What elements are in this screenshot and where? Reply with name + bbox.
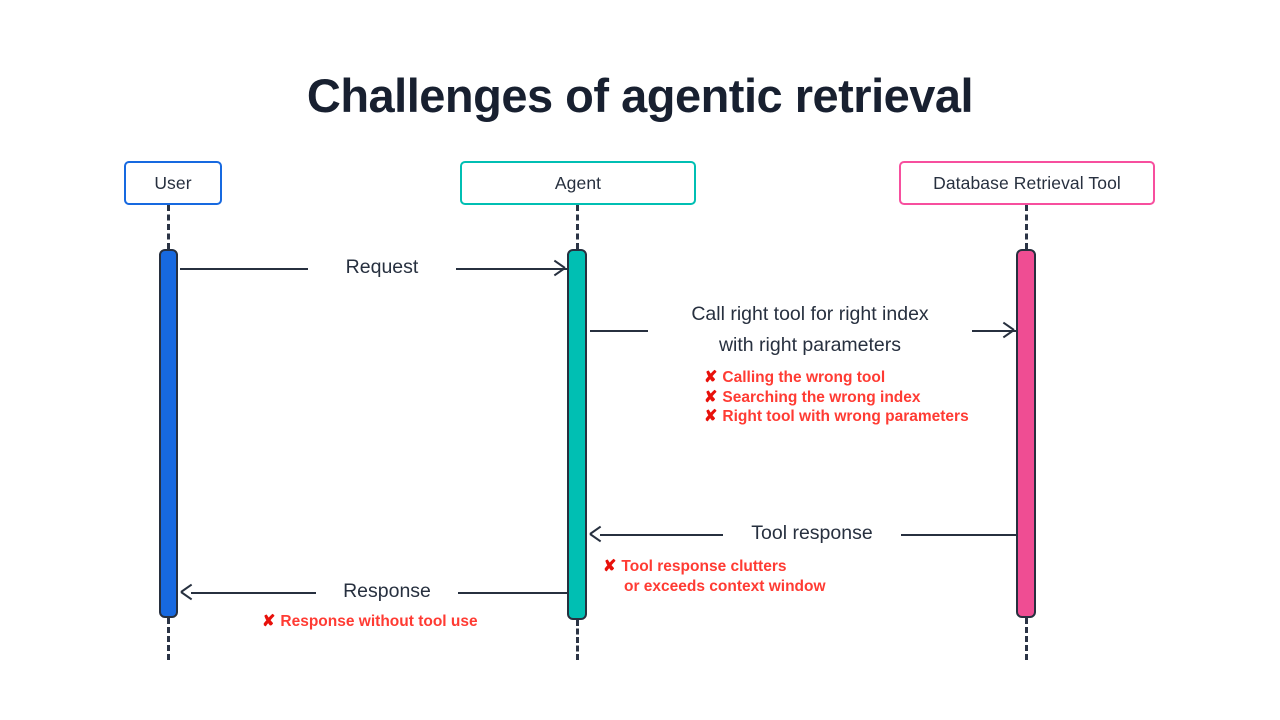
failure-text-continued: or exceeds context window bbox=[624, 577, 826, 595]
failure-text: Response without tool use bbox=[280, 613, 478, 630]
x-mark-icon: ✘ bbox=[262, 613, 276, 630]
failure-list-tool-response: ✘ Tool response clutters or exceeds cont… bbox=[603, 557, 826, 596]
lifeline-database-retrieval-tool-upper bbox=[1025, 205, 1028, 249]
failure-item: ✘ Searching the wrong index bbox=[704, 388, 969, 408]
actor-box-database-retrieval-tool[interactable]: Database Retrieval Tool bbox=[899, 161, 1155, 205]
arrow-head-response bbox=[181, 585, 196, 600]
failure-text: Searching the wrong index bbox=[722, 388, 921, 406]
x-mark-icon: ✘ bbox=[704, 388, 718, 406]
failure-list-response: ✘ Response without tool use bbox=[262, 612, 478, 632]
actor-label-database-retrieval-tool: Database Retrieval Tool bbox=[933, 172, 1121, 193]
page-title: Challenges of agentic retrieval bbox=[306, 69, 974, 122]
failure-item: ✘ Right tool with wrong parameters bbox=[704, 407, 969, 427]
failure-item: ✘ Calling the wrong tool bbox=[704, 368, 969, 388]
arrow-head-call-tool bbox=[1001, 323, 1016, 338]
activation-bar-user bbox=[159, 249, 178, 618]
message-label-call-tool-line2: with right parameters bbox=[648, 330, 972, 361]
failure-list-tool-call: ✘ Calling the wrong tool ✘ Searching the… bbox=[704, 368, 969, 427]
x-mark-icon: ✘ bbox=[704, 408, 718, 425]
actor-label-agent: Agent bbox=[554, 172, 602, 193]
x-mark-icon: ✘ bbox=[603, 558, 617, 575]
actor-label-user: User bbox=[154, 172, 192, 193]
actor-box-agent[interactable]: Agent bbox=[460, 161, 696, 205]
message-label-request: Request bbox=[308, 251, 456, 284]
lifeline-agent-lower bbox=[576, 620, 579, 660]
activation-bar-agent bbox=[567, 249, 587, 620]
lifeline-user-lower bbox=[167, 618, 170, 660]
failure-text: Right tool with wrong parameters bbox=[722, 408, 969, 425]
actor-box-user[interactable]: User bbox=[124, 161, 222, 205]
message-label-tool-response: Tool response bbox=[723, 517, 901, 550]
arrow-head-tool-response bbox=[590, 527, 605, 542]
lifeline-agent-upper bbox=[576, 205, 579, 249]
lifeline-database-retrieval-tool-lower bbox=[1025, 618, 1028, 660]
lifeline-user-upper bbox=[167, 205, 170, 249]
message-label-call-tool-line1: Call right tool for right index bbox=[648, 299, 972, 330]
arrow-head-request bbox=[552, 261, 567, 276]
failure-text: Tool response clutters bbox=[621, 558, 787, 575]
failure-text: Calling the wrong tool bbox=[722, 369, 886, 386]
x-mark-icon: ✘ bbox=[704, 369, 718, 386]
failure-item: ✘ Tool response clutters bbox=[603, 557, 826, 577]
activation-bar-database-retrieval-tool bbox=[1016, 249, 1036, 618]
failure-item: ✘ Response without tool use bbox=[262, 612, 478, 632]
message-label-response: Response bbox=[316, 575, 458, 608]
